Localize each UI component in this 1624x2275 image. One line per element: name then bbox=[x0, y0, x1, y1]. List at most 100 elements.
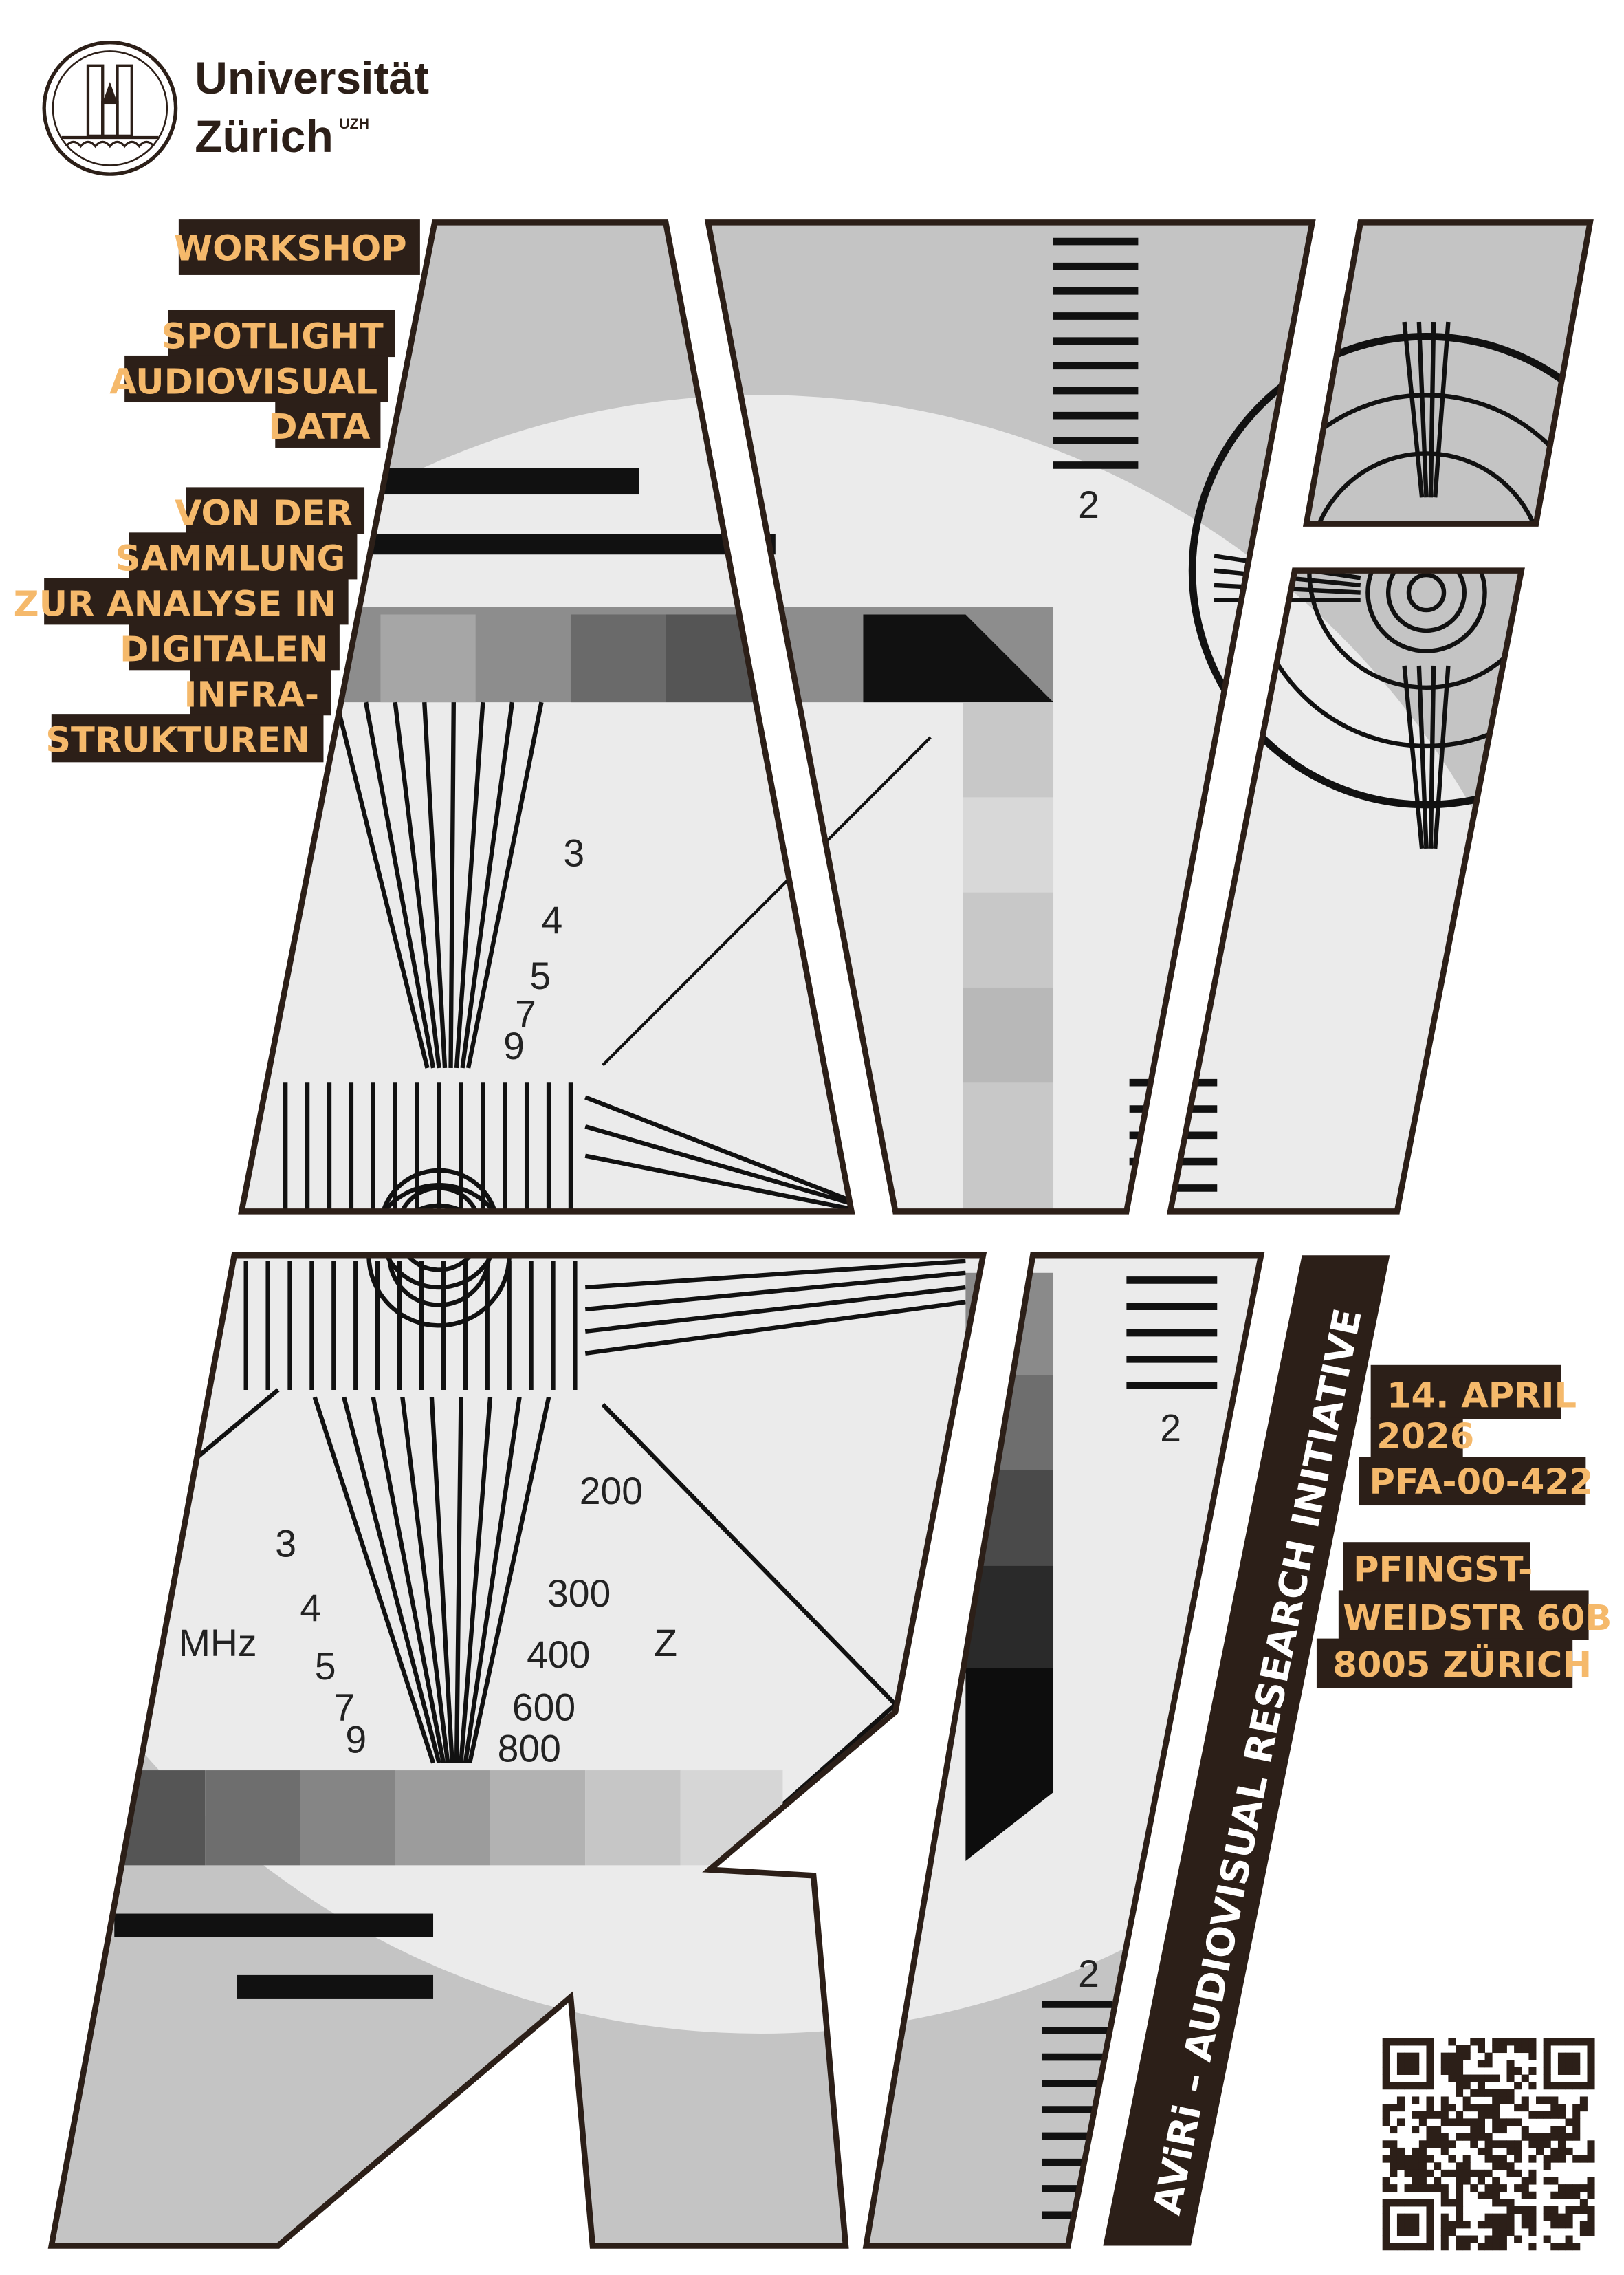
qr-module bbox=[1565, 2191, 1573, 2199]
qr-module bbox=[1506, 2060, 1515, 2068]
qr-module bbox=[1440, 2133, 1449, 2141]
qr-module bbox=[1499, 2089, 1507, 2097]
qr-module bbox=[1440, 2060, 1449, 2068]
qr-module bbox=[1448, 2052, 1456, 2060]
qr-module bbox=[1565, 2133, 1573, 2141]
qr-module bbox=[1404, 2213, 1412, 2221]
qr-module bbox=[1492, 2155, 1500, 2163]
qr-module bbox=[1418, 2199, 1427, 2207]
qr-module bbox=[1448, 2228, 1456, 2236]
qr-module bbox=[1514, 2235, 1522, 2243]
qr-module bbox=[1426, 2067, 1434, 2075]
qr-module bbox=[1426, 2074, 1434, 2082]
qr-module bbox=[1484, 2243, 1493, 2251]
qr-module bbox=[1492, 2074, 1500, 2082]
qr-module bbox=[1440, 2184, 1449, 2192]
pattern-label: 600 bbox=[512, 1686, 575, 1729]
qr-module bbox=[1557, 2147, 1566, 2155]
qr-module bbox=[1484, 2140, 1493, 2148]
qr-module bbox=[1557, 2140, 1566, 2148]
qr-module bbox=[1382, 2243, 1390, 2251]
qr-module bbox=[1396, 2060, 1405, 2068]
qr-module bbox=[1557, 2067, 1566, 2075]
qr-module bbox=[1550, 2243, 1559, 2251]
qr-module bbox=[1456, 2162, 1464, 2170]
qr-module bbox=[1506, 2228, 1515, 2236]
qr-module bbox=[1543, 2074, 1551, 2082]
qr-module bbox=[1418, 2184, 1427, 2192]
pattern-label: 400 bbox=[527, 1633, 590, 1676]
pattern-label: 9 bbox=[503, 1025, 525, 1067]
qr-module bbox=[1418, 2082, 1427, 2090]
qr-module bbox=[1492, 2184, 1500, 2192]
qr-module bbox=[1514, 2104, 1522, 2112]
qr-module bbox=[1528, 2052, 1537, 2060]
qr-module bbox=[1426, 2038, 1434, 2046]
qr-module bbox=[1470, 2074, 1478, 2082]
qr-module bbox=[1440, 2213, 1449, 2221]
qr-module bbox=[1477, 2191, 1485, 2199]
qr-module bbox=[1514, 2038, 1522, 2046]
qr-module bbox=[1557, 2082, 1566, 2090]
pattern-label: 2 bbox=[1078, 1952, 1099, 1995]
qr-module bbox=[1572, 2184, 1581, 2192]
qr-module bbox=[1418, 2169, 1427, 2177]
qr-module bbox=[1506, 2221, 1515, 2229]
qr-module bbox=[1521, 2096, 1529, 2104]
qr-module bbox=[1492, 2177, 1500, 2185]
qr-module bbox=[1426, 2235, 1434, 2243]
qr-module bbox=[1543, 2038, 1551, 2046]
qr-module bbox=[1404, 2038, 1412, 2046]
pattern-label: 2 bbox=[1078, 483, 1099, 526]
qr-module bbox=[1492, 2199, 1500, 2207]
qr-module bbox=[1587, 2177, 1595, 2185]
logo-line1: Universität bbox=[195, 52, 429, 103]
event-subtitle-line: INFRA- bbox=[184, 675, 319, 716]
qr-module bbox=[1477, 2089, 1485, 2097]
qr-module bbox=[1557, 2111, 1566, 2119]
qr-module bbox=[1536, 2111, 1544, 2119]
qr-module bbox=[1587, 2038, 1595, 2046]
qr-module bbox=[1565, 2067, 1573, 2075]
qr-module bbox=[1390, 2147, 1398, 2155]
qr-module bbox=[1484, 2169, 1493, 2177]
qr-code[interactable] bbox=[1382, 2038, 1595, 2251]
qr-module bbox=[1477, 2104, 1485, 2112]
qr-module bbox=[1484, 2111, 1493, 2119]
qr-module bbox=[1521, 2045, 1529, 2054]
qr-module bbox=[1528, 2111, 1537, 2119]
qr-module bbox=[1572, 2126, 1581, 2134]
qr-module bbox=[1477, 2221, 1485, 2229]
qr-module bbox=[1412, 2199, 1420, 2207]
qr-module bbox=[1587, 2228, 1595, 2236]
logo-line2: Zürich bbox=[195, 111, 333, 162]
qr-module bbox=[1499, 2243, 1507, 2251]
qr-module bbox=[1557, 2038, 1566, 2046]
qr-module bbox=[1572, 2191, 1581, 2199]
qr-module bbox=[1412, 2147, 1420, 2155]
qr-module bbox=[1557, 2191, 1566, 2199]
qr-module bbox=[1506, 2199, 1515, 2207]
qr-module bbox=[1426, 2111, 1434, 2119]
qr-module bbox=[1382, 2235, 1390, 2243]
qr-module bbox=[1587, 2067, 1595, 2075]
event-title-line: SPOTLIGHT bbox=[161, 316, 384, 357]
qr-module bbox=[1528, 2228, 1537, 2236]
qr-module bbox=[1528, 2067, 1537, 2075]
qr-module bbox=[1484, 2184, 1493, 2192]
qr-module bbox=[1396, 2118, 1405, 2126]
qr-module bbox=[1499, 2126, 1507, 2134]
qr-module bbox=[1440, 2104, 1449, 2112]
qr-module bbox=[1382, 2177, 1390, 2185]
qr-module bbox=[1440, 2169, 1449, 2177]
qr-module bbox=[1470, 2126, 1478, 2134]
qr-module bbox=[1492, 2235, 1500, 2243]
qr-module bbox=[1396, 2038, 1405, 2046]
qr-module bbox=[1484, 2213, 1493, 2221]
qr-module bbox=[1543, 2052, 1551, 2060]
qr-module bbox=[1412, 2038, 1420, 2046]
qr-module bbox=[1412, 2111, 1420, 2119]
qr-module bbox=[1572, 2111, 1581, 2119]
qr-module bbox=[1390, 2162, 1398, 2170]
address-line: PFINGST- bbox=[1353, 1550, 1533, 1591]
